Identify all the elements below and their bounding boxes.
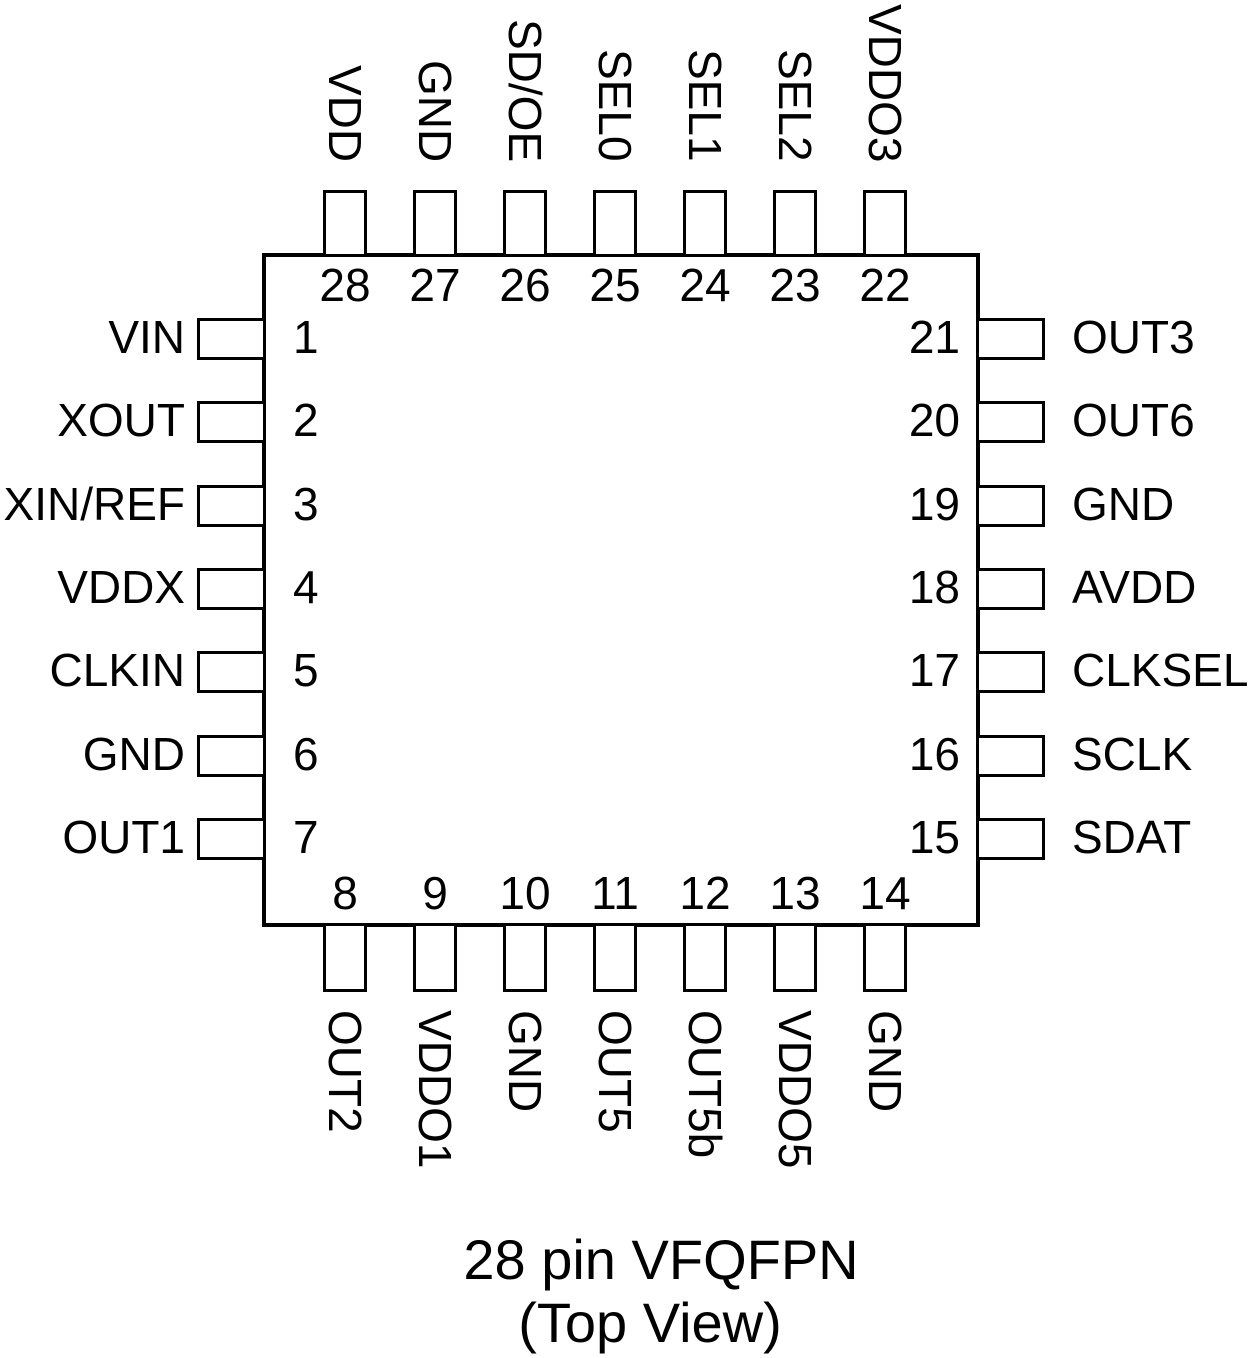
pin-label: VDD bbox=[319, 64, 371, 162]
pin-stub-bottom bbox=[683, 923, 727, 992]
pin-stub-left bbox=[197, 485, 266, 527]
pin-number: 9 bbox=[422, 867, 448, 919]
pin-label: OUT3 bbox=[1072, 311, 1195, 363]
pin-label: VIN bbox=[108, 311, 185, 363]
pin-stub-left bbox=[197, 568, 266, 610]
pin-label: VDDX bbox=[57, 561, 185, 613]
pin-label: SEL0 bbox=[589, 49, 641, 162]
pin-number: 22 bbox=[859, 259, 911, 311]
pin-number: 17 bbox=[908, 644, 960, 696]
pin-number: 23 bbox=[769, 259, 821, 311]
pin-label: XOUT bbox=[57, 394, 185, 446]
caption-view: (Top View) bbox=[518, 1291, 782, 1354]
pin-label: SEL1 bbox=[679, 49, 731, 162]
pin-label: OUT2 bbox=[319, 1010, 371, 1133]
pin-stub-right bbox=[976, 568, 1045, 610]
pin-label: GND bbox=[859, 1010, 911, 1113]
pin-stub-top bbox=[863, 190, 907, 257]
pin-number: 1 bbox=[293, 311, 319, 363]
pin-label: OUT1 bbox=[62, 811, 185, 863]
pin-stub-right bbox=[976, 401, 1045, 443]
pin-stub-right bbox=[976, 485, 1045, 527]
pin-number: 8 bbox=[332, 867, 358, 919]
pin-label: OUT5 bbox=[589, 1010, 641, 1133]
pin-number: 21 bbox=[908, 311, 960, 363]
pin-label: CLKSEL bbox=[1072, 644, 1249, 696]
pin-stub-bottom bbox=[323, 923, 367, 992]
pin-number: 10 bbox=[499, 867, 551, 919]
pin-number: 25 bbox=[589, 259, 641, 311]
pin-label: XIN/REF bbox=[3, 478, 185, 530]
pin-stub-bottom bbox=[863, 923, 907, 992]
pin-number: 14 bbox=[859, 867, 911, 919]
pin-stub-top bbox=[413, 190, 457, 257]
pin-number: 13 bbox=[769, 867, 821, 919]
pin-number: 5 bbox=[293, 644, 319, 696]
pin-stub-top bbox=[773, 190, 817, 257]
pin-stub-left bbox=[197, 818, 266, 860]
pin-stub-top bbox=[503, 190, 547, 257]
pin-label: SCLK bbox=[1072, 728, 1193, 780]
pin-number: 15 bbox=[908, 811, 960, 863]
pin-stub-top bbox=[683, 190, 727, 257]
pin-stub-left bbox=[197, 401, 266, 443]
pin-stub-bottom bbox=[413, 923, 457, 992]
pin-number: 16 bbox=[908, 728, 960, 780]
pin-label: GND bbox=[1072, 478, 1175, 530]
pin-label: AVDD bbox=[1072, 561, 1197, 613]
pin-label: VDDO1 bbox=[409, 1010, 461, 1169]
pin-number: 11 bbox=[591, 867, 639, 919]
pin-stub-bottom bbox=[593, 923, 637, 992]
pin-number: 24 bbox=[679, 259, 731, 311]
pin-stub-right bbox=[976, 318, 1045, 360]
pin-stub-bottom bbox=[503, 923, 547, 992]
pin-stub-left bbox=[197, 651, 266, 693]
pin-label: SDAT bbox=[1072, 811, 1192, 863]
pin-label: GND bbox=[499, 1010, 551, 1113]
pin-number: 28 bbox=[319, 259, 371, 311]
pin-label: CLKIN bbox=[49, 644, 185, 696]
pin-stub-left bbox=[197, 735, 266, 777]
pin-stub-right bbox=[976, 818, 1045, 860]
pin-number: 3 bbox=[293, 478, 319, 530]
pin-number: 19 bbox=[908, 478, 960, 530]
pin-number: 26 bbox=[499, 259, 551, 311]
pin-number: 4 bbox=[293, 561, 319, 613]
pin-label: OUT5b bbox=[679, 1010, 731, 1159]
pin-label: SD/OE bbox=[499, 18, 551, 162]
pin-stub-top bbox=[323, 190, 367, 257]
caption-package: 28 pin VFQFPN bbox=[463, 1228, 859, 1291]
pin-number: 6 bbox=[293, 728, 319, 780]
pin-number: 12 bbox=[679, 867, 731, 919]
pin-label: SEL2 bbox=[769, 49, 821, 162]
pin-label: GND bbox=[409, 59, 461, 162]
pin-stub-right bbox=[976, 651, 1045, 693]
chip-body bbox=[262, 253, 980, 927]
pin-label: VDDO3 bbox=[859, 3, 911, 162]
pin-number: 20 bbox=[908, 394, 960, 446]
pin-stub-right bbox=[976, 735, 1045, 777]
pin-number: 7 bbox=[293, 811, 319, 863]
pin-stub-top bbox=[593, 190, 637, 257]
pin-label: GND bbox=[82, 728, 185, 780]
pin-stub-left bbox=[197, 318, 266, 360]
pin-number: 18 bbox=[908, 561, 960, 613]
pin-label: VDDO5 bbox=[769, 1010, 821, 1169]
pin-number: 2 bbox=[293, 394, 319, 446]
pin-stub-bottom bbox=[773, 923, 817, 992]
pin-label: OUT6 bbox=[1072, 394, 1195, 446]
pin-number: 27 bbox=[409, 259, 461, 311]
